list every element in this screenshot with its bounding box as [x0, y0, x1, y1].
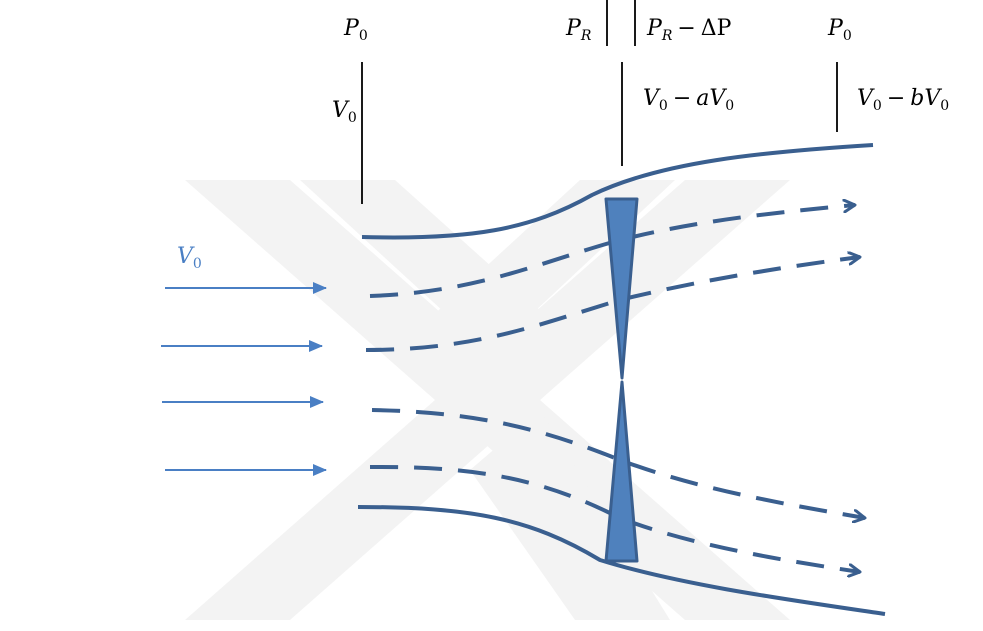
streamline-lower-outer	[369, 464, 860, 572]
label-v0-inflow: V0	[177, 244, 202, 272]
logo-watermark-icon	[185, 180, 790, 620]
label-v-wake: V0−bV0	[857, 86, 950, 114]
inflow-arrows	[161, 282, 327, 476]
label-p0-outlet: P0	[828, 16, 852, 44]
streamlines	[365, 205, 865, 572]
disk-lower-blade	[604, 380, 639, 563]
label-pr: PR	[566, 16, 592, 44]
streamline-upper-inner	[365, 257, 860, 352]
streamline-upper-outer	[369, 205, 855, 298]
lower-streamtube-boundary	[357, 505, 886, 616]
disk-upper-blade	[604, 197, 639, 380]
label-v-rotor: V0−aV0	[643, 86, 735, 114]
label-p0-inlet: P0	[344, 16, 368, 44]
upper-streamtube-boundary	[361, 143, 874, 240]
station-lines	[361, 0, 838, 204]
label-pr-minus-dp: PR−ΔP	[647, 16, 732, 44]
label-v0-station: V0	[332, 98, 357, 126]
actuator-disk-icon	[604, 197, 639, 563]
